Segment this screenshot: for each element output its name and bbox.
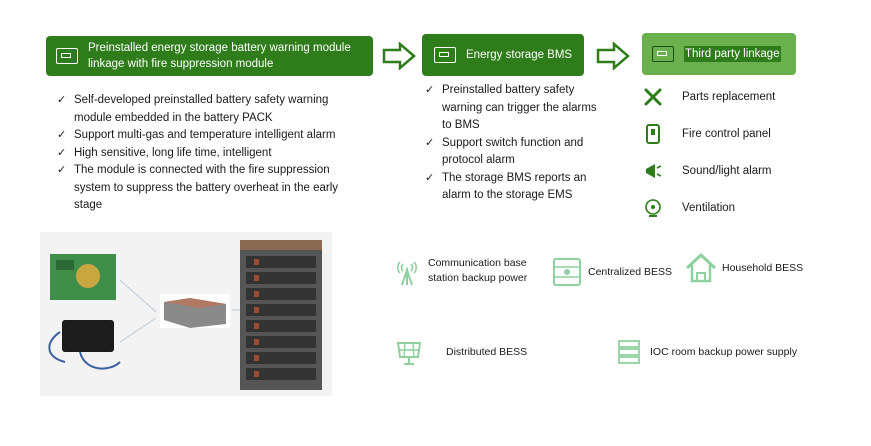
list-item: ✓Support switch function and protocol al… — [425, 136, 584, 167]
list-item: ✓Support multi-gas and temperature intel… — [54, 127, 344, 145]
linkage-label: Fire control panel — [682, 128, 771, 140]
linkage-fire-control-panel: Fire control panel — [642, 123, 771, 145]
product-photo-collage — [40, 232, 332, 396]
app-household-bess: Household BESS — [684, 251, 803, 285]
check-icon: ✓ — [57, 129, 67, 141]
wrench-screwdriver-icon — [642, 86, 664, 108]
flow-arrow-icon — [596, 42, 630, 70]
third-party-title: Third party linkage — [684, 46, 781, 62]
fan-icon — [642, 197, 664, 219]
list-item: ✓Preinstalled battery safety warning can… — [425, 84, 597, 131]
list-item: ✓The module is connected with the fire s… — [57, 164, 338, 211]
linkage-parts-replacement: Parts replacement — [642, 86, 775, 108]
app-label: Communication base station backup power — [428, 257, 528, 284]
server-rack-icon — [612, 335, 646, 369]
linkage-label: Parts replacement — [682, 91, 776, 103]
third-party-header: Third party linkage — [642, 33, 796, 75]
bms-feature-list: ✓Preinstalled battery safety warning can… — [422, 82, 600, 205]
check-icon: ✓ — [425, 84, 435, 96]
app-distributed-bess: Distributed BESS — [392, 335, 527, 369]
app-label: IOC room backup power supply — [650, 345, 798, 358]
house-icon — [684, 251, 718, 285]
check-icon: ✓ — [57, 94, 67, 106]
app-label: Household BESS — [722, 261, 804, 274]
list-item: ✓The storage BMS reports an alarm to the… — [425, 171, 587, 202]
monitor-icon — [434, 47, 456, 63]
bms-title: Energy storage BMS — [466, 49, 573, 61]
app-centralized-bess: Centralized BESS — [550, 255, 672, 289]
warning-module-title: Preinstalled energy storage battery warn… — [88, 42, 351, 70]
linkage-sound-light-alarm: Sound/light alarm — [642, 160, 772, 182]
list-item: ✓Self-developed preinstalled battery saf… — [57, 94, 329, 124]
app-ioc-room: IOC room backup power supply — [612, 335, 797, 369]
signal-tower-icon — [390, 254, 424, 288]
bms-header: Energy storage BMS — [422, 34, 584, 76]
check-icon: ✓ — [425, 171, 435, 184]
check-icon: ✓ — [425, 136, 435, 149]
warning-module-header: Preinstalled energy storage battery warn… — [46, 36, 373, 76]
container-icon — [550, 255, 584, 289]
app-comm-base-station: Communication base station backup power — [390, 254, 550, 288]
check-icon: ✓ — [57, 164, 67, 176]
flow-arrow-icon — [382, 42, 416, 70]
megaphone-icon — [642, 160, 664, 182]
app-label: Centralized BESS — [588, 265, 673, 278]
check-icon: ✓ — [57, 146, 67, 159]
linkage-ventilation: Ventilation — [642, 197, 735, 219]
monitor-icon — [652, 46, 674, 62]
linkage-label: Sound/light alarm — [682, 165, 772, 177]
solar-panel-icon — [392, 335, 426, 369]
list-item: ✓High sensitive, long life time, intelli… — [54, 145, 344, 163]
app-label: Distributed BESS — [446, 345, 528, 358]
monitor-icon — [56, 48, 78, 64]
fire-control-panel-icon — [642, 123, 664, 145]
warning-feature-list: ✓Self-developed preinstalled battery saf… — [54, 92, 344, 215]
linkage-label: Ventilation — [682, 202, 736, 214]
